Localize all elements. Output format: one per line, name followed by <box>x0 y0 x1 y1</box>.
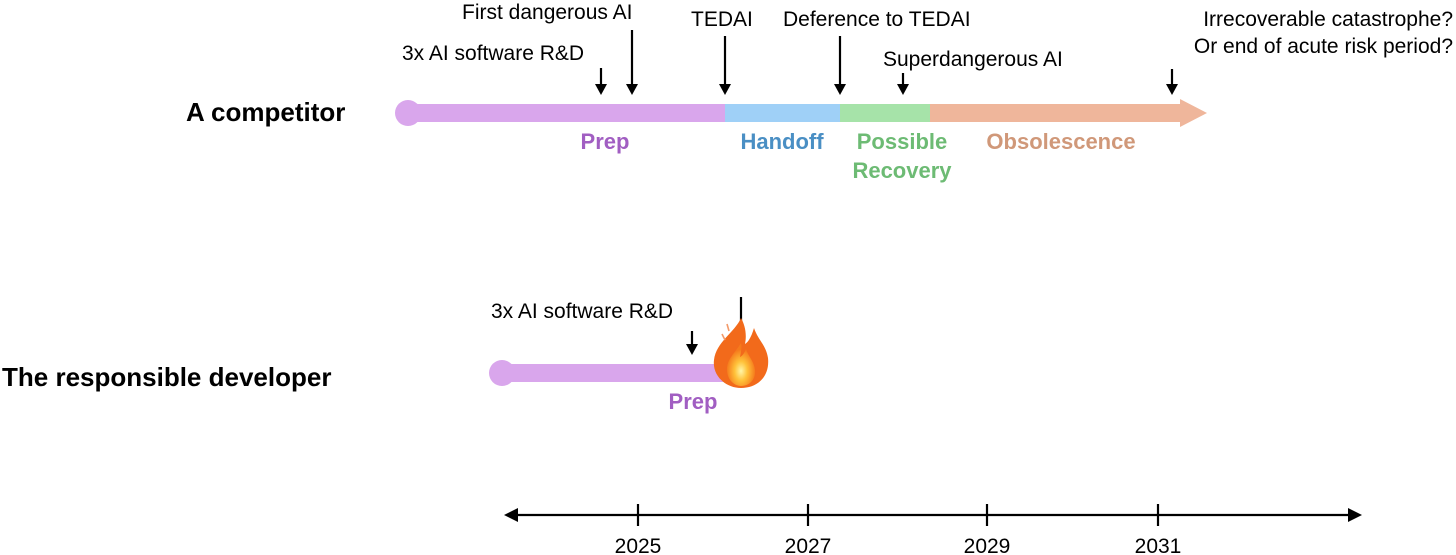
responsible-label: The responsible developer <box>2 362 331 392</box>
axis-tick-label-2027: 2027 <box>785 535 832 555</box>
arrow-rnd <box>595 68 607 95</box>
competitor-event-rnd: 3x AI software R&D <box>402 42 584 65</box>
competitor-phase-recovery-line2: Recovery <box>852 158 952 183</box>
competitor-handoff-segment <box>725 104 840 122</box>
arrow-deference <box>834 36 846 95</box>
competitor-event-tedai: TEDAI <box>691 8 753 31</box>
axis-right-arrow <box>1348 508 1362 522</box>
competitor-recovery-segment <box>840 104 930 122</box>
responsible-phase-prep: Prep <box>669 389 718 414</box>
competitor-event-superdangerous: Superdangerous AI <box>883 48 1063 71</box>
competitor-prep-segment <box>408 104 725 122</box>
responsible-event-rnd: 3x AI software R&D <box>491 300 673 323</box>
competitor-event-first-dangerous: First dangerous AI <box>462 1 632 24</box>
responsible-start-dot <box>489 360 515 386</box>
competitor-phase-obsolescence: Obsolescence <box>986 129 1135 154</box>
competitor-start-dot <box>395 100 421 126</box>
competitor-phase-recovery-line1: Possible <box>857 129 947 154</box>
axis-left-arrow <box>504 508 518 522</box>
fire-icon <box>713 318 769 388</box>
responsible-prep-segment <box>502 364 736 382</box>
axis-tick-label-2029: 2029 <box>964 535 1011 555</box>
competitor-event-end-line1: Irrecoverable catastrophe? <box>1203 8 1453 31</box>
axis-tick-label-2031: 2031 <box>1135 535 1182 555</box>
competitor-phase-handoff: Handoff <box>740 129 824 154</box>
competitor-event-deference: Deference to TEDAI <box>783 8 971 31</box>
arrow-superdangerous <box>897 73 909 95</box>
competitor-label: A competitor <box>186 97 345 127</box>
competitor-event-end-line2: Or end of acute risk period? <box>1194 35 1453 58</box>
competitor-arrowhead <box>1180 99 1207 127</box>
arrow-tedai <box>719 36 731 95</box>
time-axis: 2025 2027 2029 2031 <box>504 504 1362 555</box>
arrow-end <box>1166 69 1178 95</box>
axis-tick-label-2025: 2025 <box>615 535 662 555</box>
competitor-phase-prep: Prep <box>581 129 630 154</box>
competitor-obsolescence-segment <box>930 104 1182 122</box>
competitor-bar <box>395 99 1207 127</box>
arrow-responsible-rnd <box>686 331 698 355</box>
arrow-first-dangerous <box>626 30 638 95</box>
responsible-bar <box>489 360 736 386</box>
